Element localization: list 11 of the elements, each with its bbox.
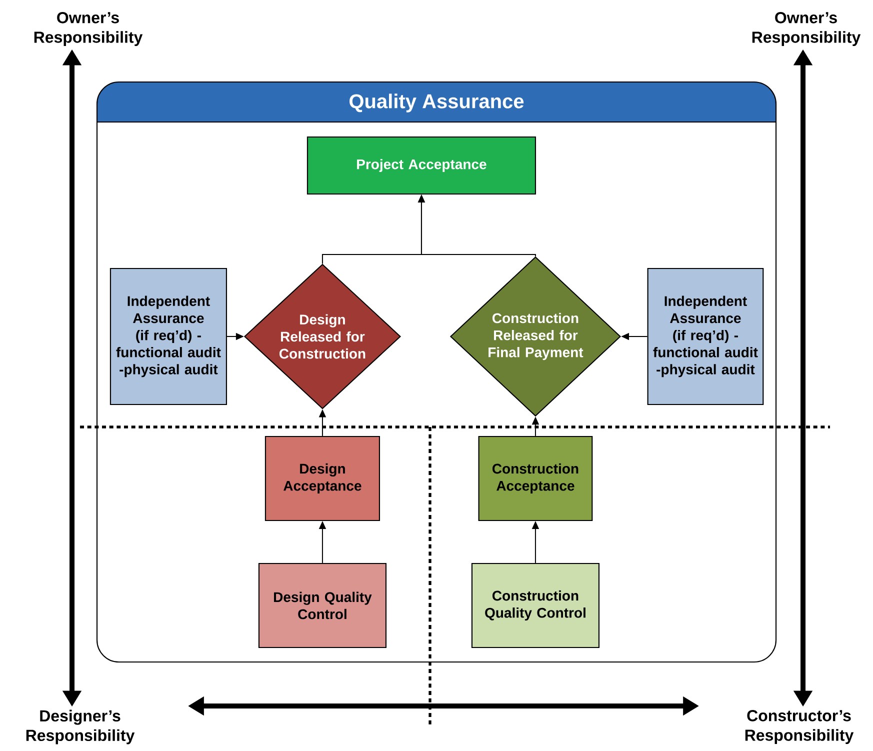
responsibility-label: Constructor’s Responsibility <box>745 710 854 744</box>
responsibility-label: Designer’s Responsibility <box>26 710 135 744</box>
responsibility-label: Owner’s Responsibility <box>752 12 861 46</box>
assurance-box: Independent Assurance (if req’d) - functional audit -physical audit <box>110 268 227 405</box>
responsibility-label: Owner’s Responsibility <box>34 12 143 46</box>
quality-control-box: Construction Quality Control <box>471 562 600 648</box>
assurance-box: Independent Assurance (if req’d) - functional audit -physical audit <box>647 268 764 405</box>
quality-control-box: Design Quality Control <box>258 562 386 648</box>
acceptance-box: Design Acceptance <box>264 436 380 521</box>
acceptance-box: Construction Acceptance <box>478 436 593 521</box>
acceptance-box: Project Acceptance <box>306 136 536 194</box>
